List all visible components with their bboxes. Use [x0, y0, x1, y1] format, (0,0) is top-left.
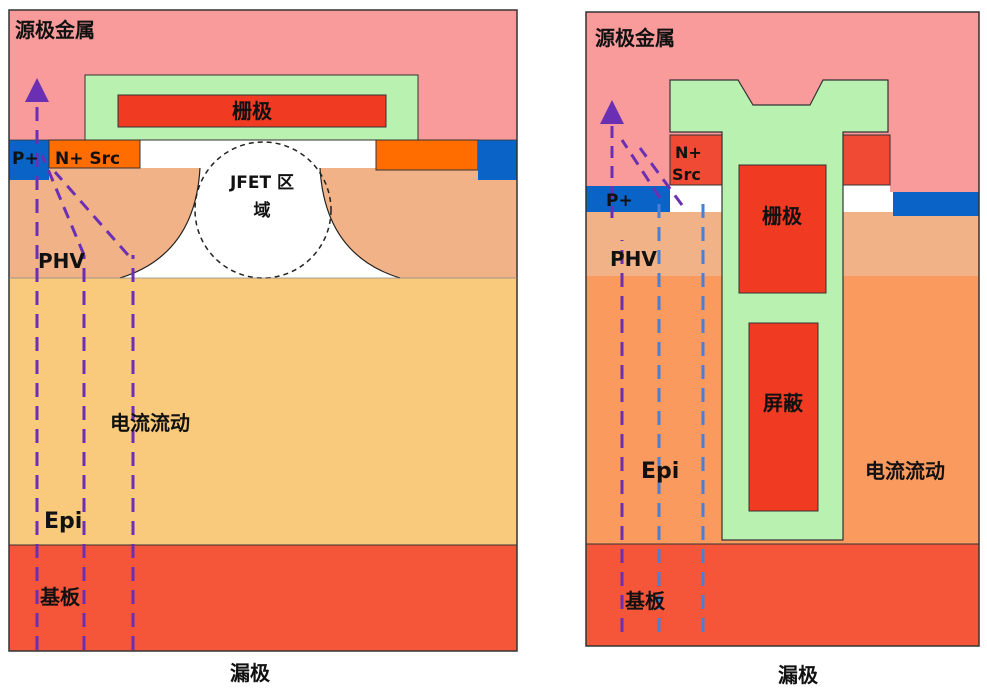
- trench-mosfet-cross-section: 源极金属 N+ Src P+ 栅极 PHV 屏蔽 Epi 电流流动 基板 漏极: [585, 11, 980, 687]
- right-source-metal-label: 源极金属: [595, 26, 675, 50]
- right-drain-label: 漏极: [778, 663, 819, 687]
- left-epi-label: Epi: [44, 509, 82, 534]
- left-n-plus-src-right: [375, 139, 479, 171]
- right-n-plus-src-left: [669, 134, 723, 186]
- right-shield: [748, 322, 819, 512]
- planar-mosfet-cross-section: 源极金属 栅极 P+ N+ Src JFET 区 域 PHV 电流流动 Epi …: [8, 9, 518, 685]
- left-jfet-region-outline: [194, 141, 332, 279]
- right-shield-label: 屏蔽: [763, 391, 804, 415]
- right-n-plus-label-2: Src: [672, 165, 701, 184]
- right-p-plus-label: P+: [606, 191, 633, 211]
- right-epi-label: Epi: [641, 459, 679, 484]
- right-phv-right: [843, 212, 979, 276]
- left-epi-region: [9, 278, 517, 545]
- right-substrate: [586, 544, 979, 646]
- right-current-arrow-purple-diag2: [620, 139, 662, 199]
- right-p-plus-right: [893, 192, 979, 216]
- right-n-plus-label-1: N+: [675, 143, 702, 162]
- left-current-arrow-2-diag: [40, 154, 86, 256]
- right-substrate-label: 基板: [625, 589, 666, 613]
- left-n-plus-src-label: N+ Src: [55, 149, 120, 169]
- right-phv-left: [586, 212, 722, 276]
- left-p-plus-label: P+: [12, 149, 39, 169]
- left-phv-well-right: [320, 168, 517, 278]
- left-jfet-label-2: 域: [254, 200, 271, 221]
- left-phv-label: PHV: [38, 249, 85, 273]
- right-gate: [738, 164, 827, 294]
- left-substrate-label: 基板: [40, 585, 81, 609]
- left-current-flow-label: 电流流动: [110, 411, 190, 435]
- left-gate-label: 栅极: [232, 99, 273, 123]
- left-drain-label: 漏极: [230, 661, 271, 685]
- right-trench-oxide: [669, 79, 889, 541]
- right-current-flow-label: 电流流动: [865, 459, 945, 483]
- right-current-arrow-purple-diag3: [638, 147, 684, 206]
- left-substrate: [9, 545, 517, 651]
- left-phv-well-left: [9, 168, 200, 278]
- left-source-metal-label: 源极金属: [15, 18, 95, 42]
- left-p-plus-left: [9, 140, 49, 180]
- left-gate: [117, 94, 387, 128]
- right-n-plus-src-right: [842, 134, 891, 186]
- right-phv-label: PHV: [610, 247, 657, 271]
- left-p-plus-right: [478, 140, 517, 180]
- right-gate-label: 栅极: [762, 204, 803, 228]
- left-jfet-label-1: JFET 区: [229, 173, 294, 193]
